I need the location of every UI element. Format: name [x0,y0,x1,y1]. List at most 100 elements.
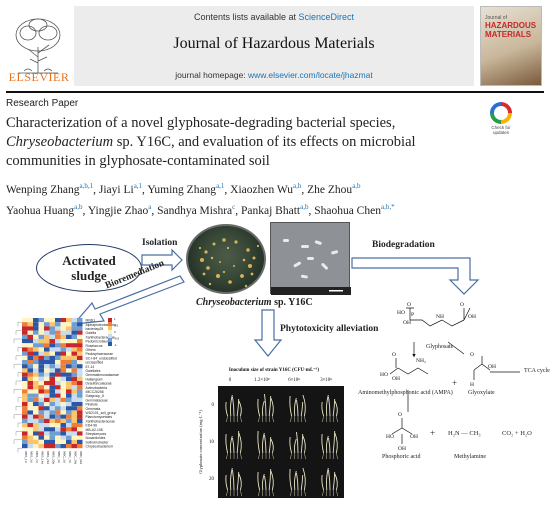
seedling-shoot [302,467,306,491]
heatmap-cell [55,326,61,331]
author-name[interactable]: Xiaozhen Wu [230,183,294,196]
author-affiliation[interactable]: a,1 [216,182,225,190]
heatmap-cell [60,372,66,377]
heatmap-cell [33,397,39,402]
heatmap-cell [27,427,33,432]
seedling-shoot [289,436,293,454]
author-affiliation[interactable]: a,b [74,202,83,211]
heatmap-cell [27,326,33,331]
heatmap-cell [44,427,50,432]
author-affiliation[interactable]: a,1 [133,182,143,190]
author-name[interactable]: Shaohua Chen [314,204,381,217]
seedling-shoot [325,394,329,417]
seedling-shoot [270,470,274,491]
svg-text:HO: HO [386,434,394,440]
heatmap-cell [77,322,83,327]
heatmap-cell [60,410,66,415]
author-name[interactable]: Pankaj Bhatt [241,204,301,217]
plus-sign-1: + [452,378,458,388]
heatmap-cell [66,435,72,440]
heatmap-cell [27,381,33,386]
heatmap-sample-label: NBS_7d [35,451,39,463]
heatmap-cell [44,318,50,323]
glyphosate-label: Glyphosate [426,344,454,350]
seedling-shoot [264,475,267,491]
heatmap-cell [60,343,66,348]
author-affiliation[interactable]: c [232,202,236,211]
seedling-shoot [238,400,242,417]
heatmap-cell [77,318,83,323]
heatmap-cell [71,372,77,377]
dendrogram-branch [13,414,22,419]
author-affiliation[interactable]: a,b [352,182,361,190]
article-type: Research Paper [6,98,79,109]
heatmap-sample-label: NBS_30d [52,451,56,464]
dendrogram-branch [13,338,22,344]
author-name[interactable]: Jiayi Li [98,183,134,196]
heatmap-cell [49,410,55,415]
publisher-name: ELSEVIER [8,70,70,84]
seedling-shoot [270,438,274,454]
heatmap-taxon-label: Gemmatimonadaceae [86,373,119,377]
author-name[interactable]: Sandhya Mishra [157,204,233,217]
heatmap-cell [44,439,50,444]
heatmap-cell [22,410,28,415]
author-name[interactable]: Yuming Zhang [147,183,217,196]
seedling-root [293,415,296,423]
author-affiliation[interactable]: a,b,* [380,202,395,211]
heatmap-taxon-label: MND1 [86,319,96,323]
heatmap-cell [55,439,61,444]
heatmap-cell [27,355,33,360]
seedling-shoot [321,401,325,417]
heatmap-cell [49,318,55,323]
heatmap-cell [44,355,50,360]
homepage-link[interactable]: www.elsevier.com/locate/jhazmat [248,70,373,80]
author-name[interactable]: Yaohua Huang [6,204,75,217]
dendrogram-branch [13,364,22,369]
heatmap-cell [33,381,39,386]
author-name[interactable]: Zhe Zhou [307,183,353,196]
svg-text:OH: OH [403,320,411,326]
heatmap-cell [27,334,33,339]
heatmap-cell [49,347,55,352]
seedling-shoot [334,400,338,417]
heatmap-taxon-label: Xanthobacteraceae [86,335,116,339]
heatmap-cell [44,406,50,411]
heatmap-cell [27,385,33,390]
inoculum-level-label: 1.2×10⁸ [254,377,269,383]
heatmap-cell [55,322,61,327]
check-for-updates-button[interactable]: Check for updates [486,102,516,138]
heatmap-sample-label: NBS_3d [30,451,34,463]
seedling-root [226,415,228,423]
heatmap-taxon-label: Gemmataceae [86,398,108,402]
heatmap-cell [27,423,33,428]
header-divider [6,91,544,93]
heatmap-cell [22,351,28,356]
color-scale-label: 0 [114,330,116,334]
journal-title[interactable]: Journal of Hazardous Materials [173,35,375,52]
heatmap-cell [71,418,77,423]
heatmap-cell [71,410,77,415]
author-affiliation[interactable]: a,b [300,202,309,211]
author-name[interactable]: Wenping Zhang [6,183,80,196]
heatmap-cell [33,402,39,407]
journal-cover-image[interactable]: Journal of HAZARDOUS MATERIALS [480,6,542,86]
author-affiliation[interactable]: a [148,202,152,211]
heatmap-cell [33,439,39,444]
seedling-shoot [321,474,325,491]
seedling-shoot [232,437,235,454]
author-name[interactable]: Yingjie Zhao [87,204,149,217]
heatmap-cell [44,347,50,352]
author-affiliation[interactable]: a,b [293,182,302,190]
heatmap-cell [49,343,55,348]
author-affiliation[interactable]: a,b,1 [79,182,94,190]
sciencedirect-link[interactable]: ScienceDirect [298,12,355,22]
heatmap-cell [22,406,28,411]
seedling-shoot [238,473,242,491]
heatmap-cell [60,339,66,344]
heatmap-cell [60,439,66,444]
seedling-root [290,415,292,423]
heatmap-cell [38,339,44,344]
seedling-root [336,452,338,460]
color-scale-swatch [108,326,112,330]
